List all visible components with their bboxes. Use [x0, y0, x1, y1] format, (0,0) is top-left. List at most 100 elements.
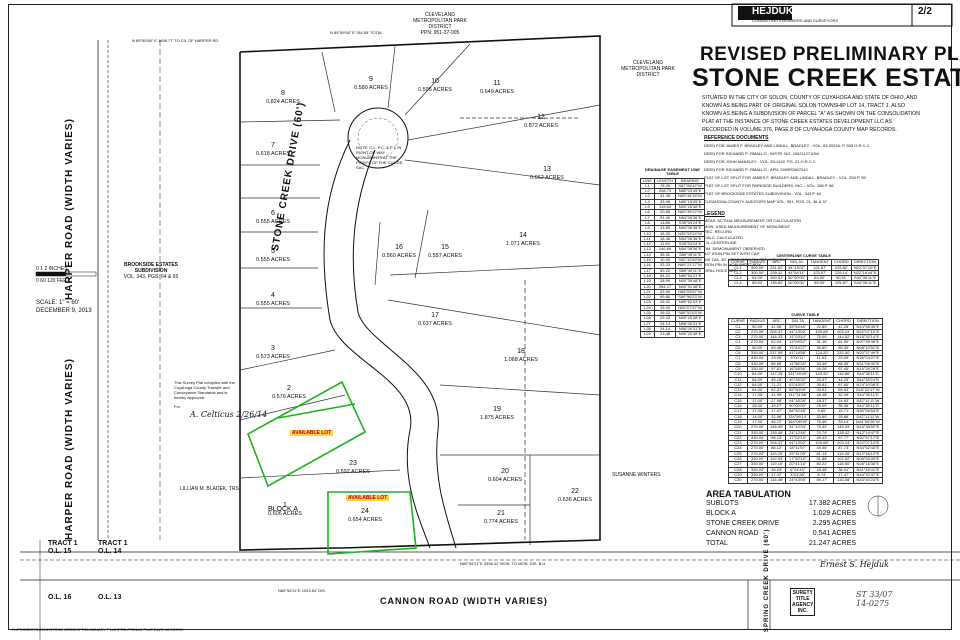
- table-cell: 90°00'00": [785, 280, 809, 287]
- compliance-signature: A. Celticus 2/26/14: [190, 410, 268, 419]
- reference-item: CUYAHOGA COUNTY AUDITORS MAP VOL. 951, P…: [704, 199, 827, 204]
- legend-item: C/L CENTERLINE: [704, 240, 737, 245]
- available-lot-badge[interactable]: AVAILABLE LOT: [346, 495, 390, 501]
- available-lot-badge[interactable]: AVAILABLE LOT: [290, 430, 334, 436]
- property-boundary: [239, 35, 601, 551]
- stone-creek-drive: [323, 139, 431, 549]
- legend-item: REC. RECORD: [704, 229, 733, 234]
- table-cell: N00°20'38"E: [675, 331, 705, 338]
- reference-item: DEED FOR RICHARD P. ZIMALLO - APN. 2009R…: [704, 167, 808, 172]
- plat-title: REVISED PRELIMINARY PLAT: [700, 44, 960, 65]
- table-cell: 59.17': [809, 477, 835, 484]
- table-caption: CURVE TABLE: [791, 312, 820, 317]
- scale-inches: 0 1 2 INCHES: [36, 266, 68, 272]
- brookside-subdivision: BROOKSIDE ESTATES SUBDIVISION VOL. 343, …: [123, 262, 179, 280]
- reference-list: DEED FOR JAMES F. BRADLEY AND LINDA L. B…: [704, 142, 871, 206]
- legend-item: MEAS. ACTUAL MEASUREMENT OR CALCULATION: [704, 218, 802, 223]
- table-caption: DRAINAGE EASEMENT LINE TABLE: [645, 167, 700, 177]
- legend-item: DM. DEMONUMENT OBSERVED: [704, 245, 765, 251]
- neighbor-winters: SUSANNE WINTERS: [612, 472, 661, 478]
- tract-ol-16: O.L. 16: [48, 594, 72, 601]
- scale-feet: 0 60 120 FEET: [36, 278, 70, 284]
- table-cell: S44°35'11"E: [850, 280, 880, 287]
- table-cell: L29: [640, 331, 655, 338]
- scale-ratio: SCALE: 1" = 60': [36, 300, 80, 306]
- tract-ol-13: O.L. 13: [98, 594, 122, 601]
- firm-name: HEJDUK-COX AND ASSOCIATES, INC.: [752, 6, 935, 17]
- scale-date: DECEMBER 9, 2013: [36, 308, 92, 314]
- table-cell: 125.87': [831, 280, 852, 287]
- legend-item: MON. USED MEASUREMENT OF MONUMENT: [704, 223, 791, 229]
- table-cell: 89.00': [746, 280, 769, 287]
- reference-item: PLAT OF LOT SPLIT FOR JAMES F. BRADLEY A…: [704, 175, 866, 180]
- file-path-footer: S:\PROJECTS\2013\STONE CREEK\PRELIMINARY…: [12, 627, 183, 632]
- legend-item: 5/8" DIA. 30" LONG IRON PIN SET WITH CAP: [704, 256, 788, 262]
- neighbor-bladek: LILLIAN M. BLADEK, TRS: [180, 486, 239, 492]
- cleveland-metroparks-right: CLEVELAND METROPOLITAN PARK DISTRICT: [621, 60, 675, 78]
- legend-heading: LEGEND: [704, 211, 725, 217]
- table-cell: N33°40'23"E: [852, 477, 883, 484]
- block-a-label: BLOCK A: [268, 506, 298, 513]
- legal-description: SITUATED IN THE CITY OF SOLON, COUNTY OF…: [702, 95, 920, 133]
- surveyor-signature: Ernest S. Hejduk: [820, 560, 890, 569]
- reference-item: DEED FOR JOHN MAKELEY - VOL. 83-1124, PG…: [704, 159, 817, 164]
- sheet-number: 2/2: [918, 6, 932, 17]
- dim-south: N89°54'21"E 1043.54' DIS.: [278, 588, 326, 593]
- plat-sheet: [8, 4, 952, 630]
- available-lot-2-highlight: [247, 380, 367, 488]
- table-cell: 23.48: [653, 331, 677, 338]
- reference-item: PLAT OF BROOKSIDE ESTATES SUBDIVISION - …: [704, 191, 822, 196]
- cannon-road-label: CANNON ROAD (WIDTH VARIES): [380, 596, 548, 606]
- firm-logo: [738, 6, 792, 20]
- cleveland-metroparks-top: CLEVELAND METROPOLITAN PARK DISTRICT PPN…: [413, 12, 467, 36]
- available-lot-24-highlight: [327, 491, 417, 555]
- cul-de-sac-note: NOTE: C.L. P.C. & P.T. IN RIGHT-OF-WAY M…: [356, 145, 404, 170]
- table-cell: 270.00': [746, 477, 769, 484]
- harper-road-label-lower: HARPER ROAD (WIDTH VARIES): [64, 358, 75, 540]
- table-cell: 139.80': [767, 280, 787, 287]
- dim-south-total: N89°54'21"E 3398.42' MON. TO MON. DIS. B…: [460, 561, 547, 566]
- firm-sub: CONSULTING ENGINEERS AND SURVEYORS: [752, 18, 839, 23]
- compliance-note: This Survey Plat complies with the Cuyah…: [174, 380, 235, 409]
- legend-item: CALC. CALCULATED: [704, 234, 744, 240]
- subdivision-title: STONE CREEK ESTATES: [692, 64, 960, 92]
- reference-item: DEED FOR RICHARD P. ZIMALLO - INSTR. NO.…: [704, 151, 820, 156]
